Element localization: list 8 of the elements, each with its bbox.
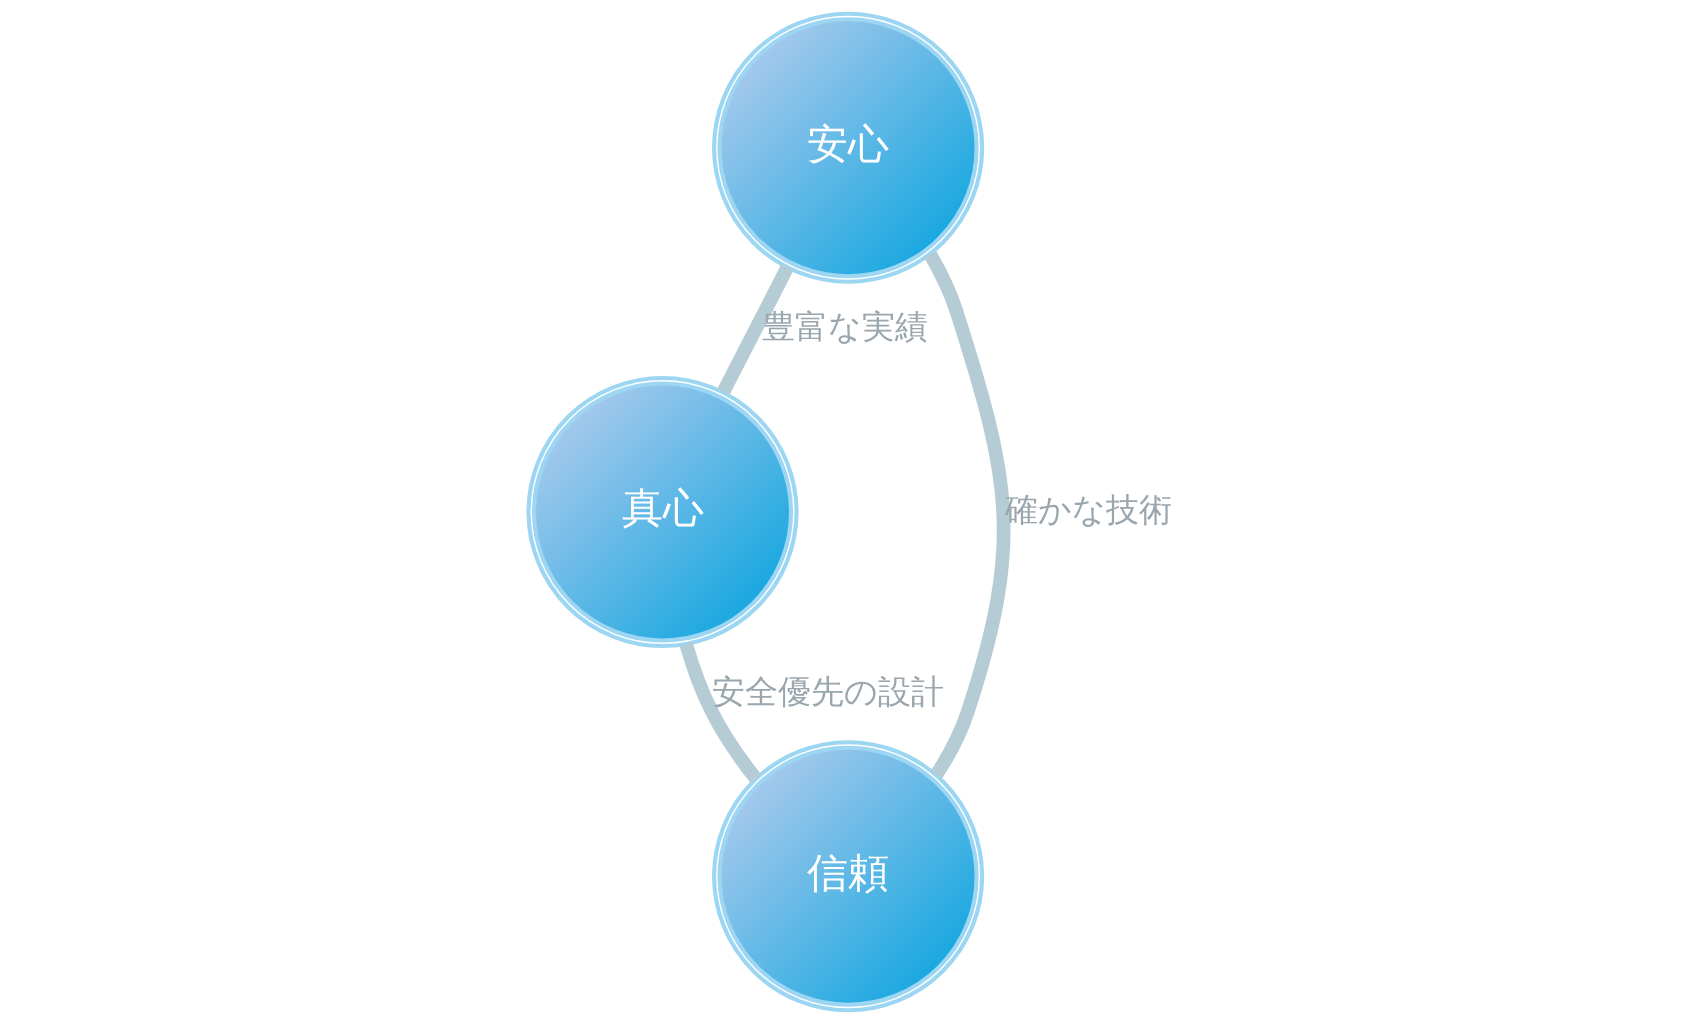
connector bbox=[679, 642, 761, 783]
edge-label: 安全優先の設計 bbox=[711, 671, 944, 711]
connector bbox=[923, 250, 1010, 779]
node-circle: 信頼 bbox=[711, 740, 984, 1013]
edge-label: 豊富な実績 bbox=[761, 307, 928, 347]
connector bbox=[716, 264, 793, 396]
node-circle: 安心 bbox=[711, 11, 984, 284]
node-circle: 真心 bbox=[525, 375, 799, 649]
